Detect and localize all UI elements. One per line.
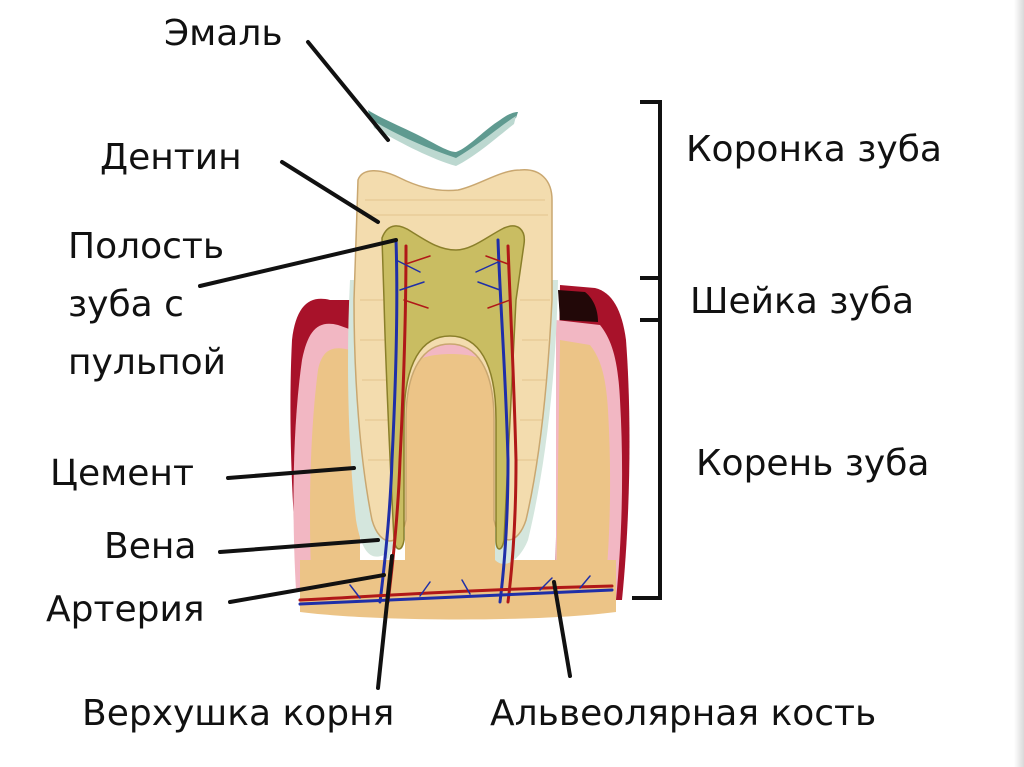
vein-left: [378, 238, 399, 604]
pointer-root-apex: [376, 554, 394, 690]
label-vein: Вена: [104, 526, 197, 567]
vessel-branch-2: [403, 255, 511, 309]
vein-right: [496, 238, 510, 604]
pointer-enamel: [306, 40, 390, 142]
enamel-inner: [372, 116, 516, 166]
right-bone: [556, 340, 611, 600]
label-artery: Артерия: [46, 589, 205, 630]
page-edge-shadow: [1014, 0, 1024, 767]
pointer-dentin: [280, 160, 380, 224]
pointer-vein: [218, 538, 380, 554]
dentin-texture: [360, 199, 550, 461]
artery-right: [506, 244, 518, 604]
right-gum-dark: [558, 290, 598, 322]
bracket-crown: [640, 100, 662, 280]
left-gum-bone: [290, 298, 360, 600]
bracket-neck: [640, 276, 662, 322]
pointer-cement: [226, 466, 356, 480]
base-branches: [349, 575, 591, 599]
label-neck: Шейка зуба: [690, 281, 914, 322]
vessel-branch-1: [395, 259, 501, 291]
label-enamel: Эмаль: [164, 13, 283, 54]
label-root: Корень зуба: [696, 443, 930, 484]
label-dentin: Дентин: [100, 137, 242, 178]
label-alveolar-bone: Альвеолярная кость: [490, 693, 877, 734]
pointer-artery: [228, 573, 386, 604]
left-bone: [310, 348, 360, 600]
pointer-pulp: [198, 238, 398, 288]
brackets: [632, 100, 662, 600]
pointer-alveolar-bone: [552, 580, 572, 678]
right-gum-bone: [555, 285, 630, 600]
label-root-apex: Верхушка корня: [82, 693, 395, 734]
inter-root-bone: [405, 342, 495, 600]
label-pulp-cavity: Полость зуба с пульпой: [68, 226, 227, 383]
pointer-lines: [198, 40, 572, 690]
bracket-root: [632, 318, 662, 600]
label-cement: Цемент: [50, 453, 194, 494]
label-crown: Коронка зуба: [686, 129, 942, 170]
